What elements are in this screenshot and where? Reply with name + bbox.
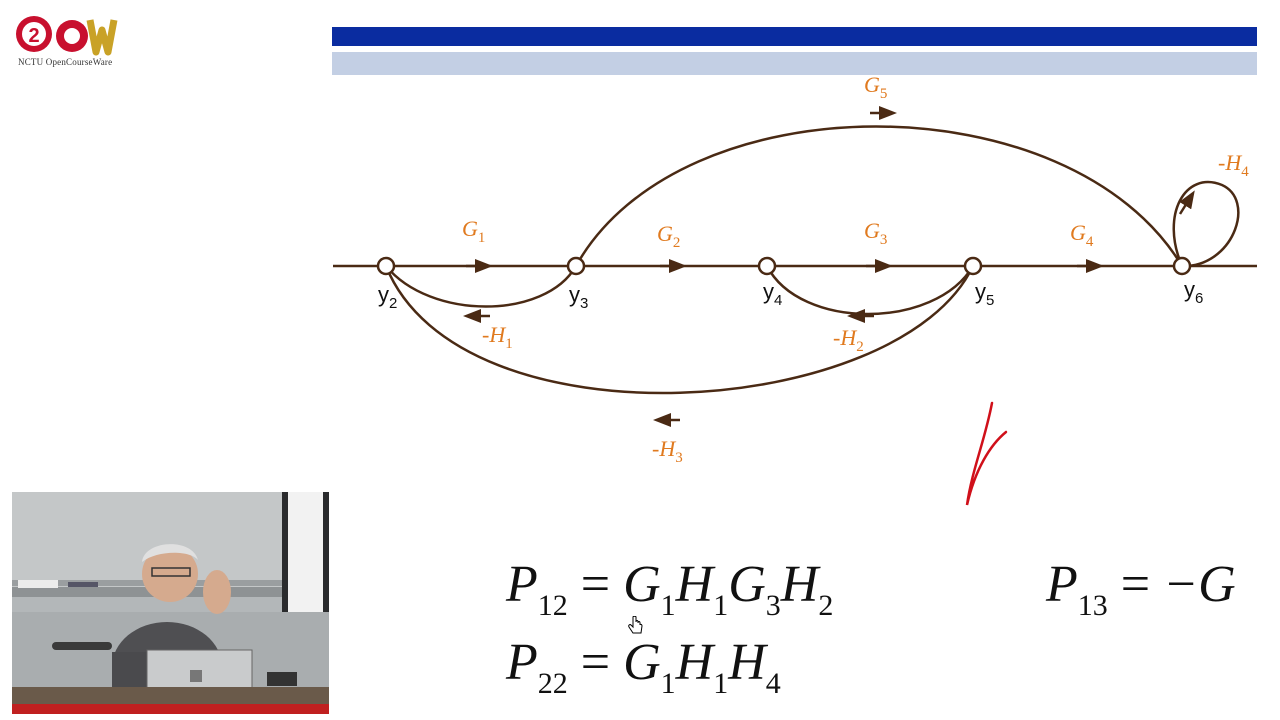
node-label-y3: y3 [569, 282, 588, 312]
hand-cursor-icon [628, 616, 643, 634]
handwritten-checkmark [965, 401, 1008, 506]
node-y5 [963, 256, 983, 276]
branch-g5 [574, 125, 1184, 267]
gain-h1: -H1 [482, 322, 513, 352]
gain-g2: G2 [657, 221, 680, 251]
formula-p22: P22 = G1H1H4 [506, 634, 781, 700]
ncu-ocw-logo: 2 NCTU OpenCourseWare [14, 12, 124, 70]
gain-g3: G3 [864, 218, 887, 248]
logo-caption: NCTU OpenCourseWare [18, 57, 113, 67]
formula-p13: P13 = −G [1046, 556, 1236, 622]
lecturer-webcam-video [12, 492, 329, 714]
node-label-y6: y6 [1184, 277, 1203, 307]
node-y3 [566, 256, 586, 276]
node-y4 [757, 256, 777, 276]
logo-mark: 2 [16, 16, 118, 56]
gain-g1: G1 [462, 216, 485, 246]
node-y2 [376, 256, 396, 276]
branch-h3 [384, 265, 975, 395]
gain-h2: -H2 [833, 325, 864, 355]
branch-h2 [765, 265, 975, 316]
gain-g4: G4 [1070, 220, 1094, 250]
node-label-y5: y5 [975, 279, 994, 309]
gain-h4: -H4 [1218, 150, 1249, 180]
formula-p12: P12 = G1H1G3H2 [506, 556, 834, 622]
node-label-y4: y4 [763, 279, 782, 309]
header-bar-light [332, 52, 1257, 75]
svg-text:2: 2 [28, 25, 39, 47]
gain-g5: G5 [864, 72, 887, 102]
gain-h3: -H3 [652, 436, 683, 466]
header-bar-dark [332, 27, 1257, 46]
webcam-frame [12, 492, 329, 714]
branch-h4 [1172, 180, 1240, 268]
node-y6 [1172, 256, 1192, 276]
branch-h1 [385, 265, 578, 308]
node-label-y2: y2 [378, 282, 397, 312]
arrow-h4 [1178, 190, 1195, 215]
